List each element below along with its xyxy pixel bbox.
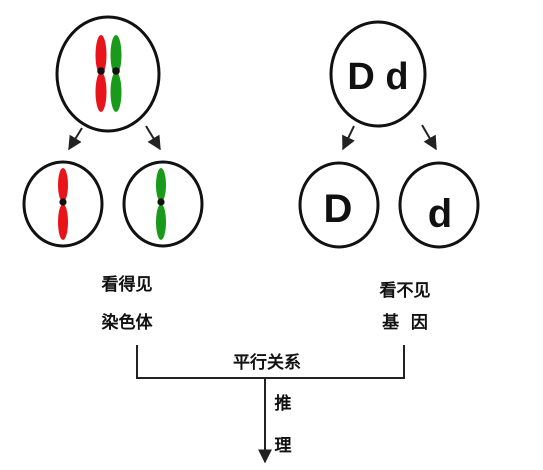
left-caption-line1: 看得见: [101, 275, 153, 295]
green-chromosome: [110, 35, 122, 112]
red-chromosome: [95, 35, 107, 112]
left-arrow-to-green-cell: [145, 125, 161, 151]
right-arrow-to-D-cell: [342, 125, 355, 151]
left-caption-line2: 染色体: [101, 313, 153, 333]
parent-gene-label: D d: [347, 56, 408, 98]
inference-label-2: 理: [274, 436, 292, 456]
left-arrow-to-red-cell: [68, 127, 83, 151]
child-gene-label-d: d: [428, 192, 452, 236]
inference-label-1: 推: [274, 394, 292, 414]
child-gene-label-D: D: [324, 187, 353, 231]
right-arrow-to-d-cell: [421, 124, 437, 151]
right-child-cell-D: D: [298, 161, 380, 249]
parallel-relation-label: 平行关系: [233, 353, 301, 373]
left-parent-cell: [55, 15, 161, 133]
left-child-cell-red: [22, 160, 104, 248]
right-caption-line2: 基 因: [382, 313, 428, 333]
right-caption-line1: 看不见: [379, 281, 431, 301]
right-parent-cell: D d: [329, 20, 427, 128]
left-child-cell-green: [122, 160, 204, 248]
parallel-bracket: [136, 345, 405, 379]
right-child-cell-d: d: [398, 161, 480, 249]
